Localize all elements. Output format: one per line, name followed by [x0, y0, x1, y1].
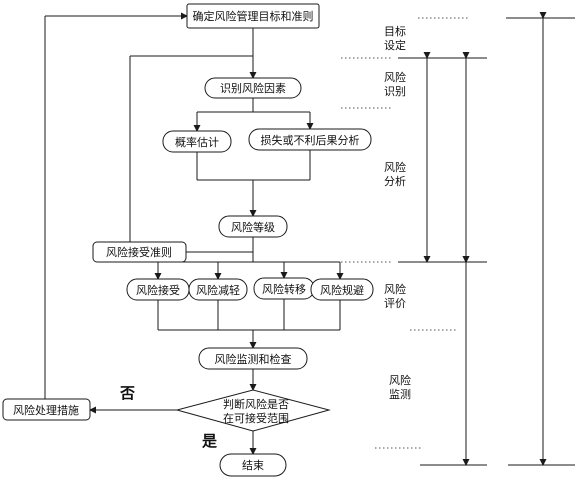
node-treatment: 风险处理措施: [2, 398, 91, 421]
node-loss-analysis-label: 损失或不利后果分析: [261, 133, 360, 147]
range-indicators: [398, 12, 575, 466]
stage-monitoring-line1: 风险: [389, 373, 411, 387]
node-avoid-label: 风险规避: [320, 283, 364, 297]
node-identify-label: 识别风险因素: [220, 81, 286, 95]
node-treatment-label: 风险处理措施: [13, 403, 79, 417]
stage-labels: 目标 设定 风险 识别 风险 分析 风险 评价 风险 监测: [384, 24, 411, 401]
node-transfer-label: 风险转移: [262, 282, 306, 296]
node-set-goals-label: 确定风险管理目标和准则: [193, 9, 314, 23]
node-accept: 风险接受: [126, 278, 190, 301]
node-accept-label: 风险接受: [136, 283, 180, 297]
node-risk-level-label: 风险等级: [231, 220, 275, 234]
node-decision-line2: 在可接受范围: [223, 411, 289, 425]
stage-separators: [341, 17, 468, 449]
node-acceptance-criteria-label: 风险接受准则: [106, 245, 172, 259]
branch-yes-label: 是: [201, 432, 218, 450]
stage-identification-line1: 风险: [384, 70, 406, 84]
node-monitor: 风险监测和检查: [198, 347, 308, 370]
node-probability-label: 概率估计: [175, 135, 219, 149]
node-monitor-label: 风险监测和检查: [215, 352, 292, 366]
node-reduce: 风险减轻: [188, 278, 248, 301]
connectors: [44, 12, 344, 455]
stage-identification-line2: 识别: [384, 85, 406, 98]
node-probability: 概率估计: [162, 130, 232, 153]
node-set-goals: 确定风险管理目标和准则: [186, 3, 320, 29]
stage-monitoring-line2: 监测: [389, 388, 411, 401]
branch-labels: 否 是: [119, 384, 218, 450]
node-risk-level: 风险等级: [218, 215, 288, 238]
node-decision: 判断风险是否 在可接受范围: [175, 389, 331, 432]
node-end: 结束: [219, 453, 287, 477]
stage-analysis-line2: 分析: [384, 174, 406, 188]
node-identify: 识别风险因素: [204, 77, 302, 99]
node-avoid: 风险规避: [310, 278, 374, 301]
node-end-label: 结束: [242, 459, 264, 472]
stage-analysis-line1: 风险: [384, 160, 406, 174]
stage-goal-setting-line2: 设定: [384, 38, 406, 52]
node-transfer: 风险转移: [253, 277, 315, 300]
stage-goal-setting-line1: 目标: [384, 24, 406, 38]
stage-evaluation-line2: 评价: [384, 297, 406, 310]
node-decision-line1: 判断风险是否: [223, 397, 289, 411]
branch-no-label: 否: [119, 384, 135, 402]
node-reduce-label: 风险减轻: [196, 283, 240, 297]
node-acceptance-criteria: 风险接受准则: [92, 241, 187, 263]
node-loss-analysis: 损失或不利后果分析: [248, 128, 372, 151]
stage-evaluation-line1: 风险: [384, 282, 406, 296]
